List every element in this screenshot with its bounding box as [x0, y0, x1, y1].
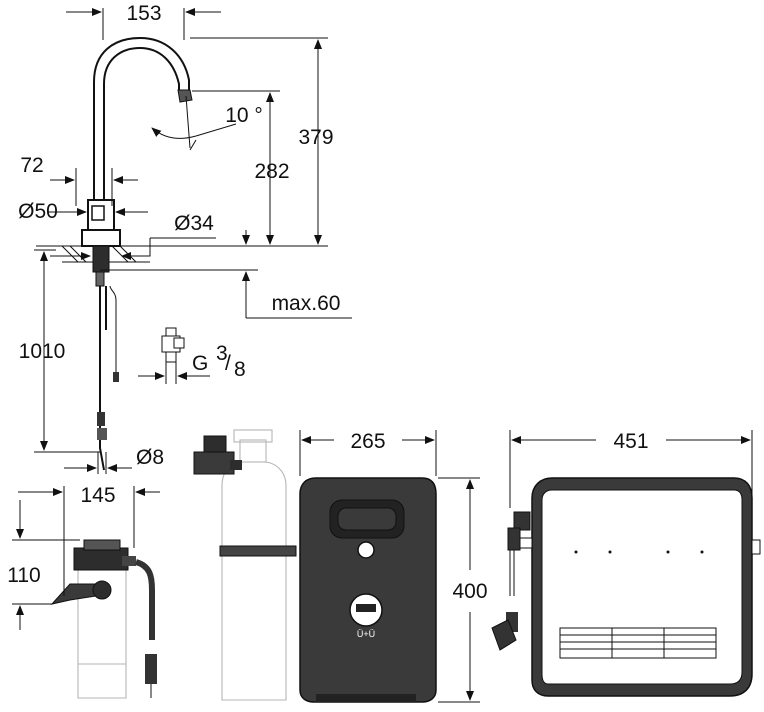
dim-379: 379 [298, 126, 333, 149]
thread-fitting [138, 327, 210, 384]
dim-145: 145 [80, 484, 115, 507]
dim-400: 400 [452, 580, 487, 603]
faucet [61, 36, 193, 471]
dim-thread-g: G [192, 352, 208, 375]
dim-282: 282 [254, 160, 289, 183]
dim-thread-den: 8 [234, 358, 246, 381]
dim-o50: Ø50 [18, 200, 58, 223]
filter-head [50, 539, 157, 699]
dim-thread-num: 3 [216, 342, 228, 365]
chiller-side [491, 477, 761, 697]
dim-o8: Ø8 [136, 446, 164, 469]
chiller-front-dimensions [299, 430, 480, 703]
dim-72: 72 [20, 154, 43, 177]
chiller-front: Ü+Ü [299, 477, 437, 703]
dim-angle: 10 ° [225, 104, 263, 127]
co2-bottle [193, 429, 297, 701]
dim-265: 265 [350, 430, 385, 453]
filter-head-dimensions [12, 486, 160, 630]
dim-153: 153 [126, 2, 161, 25]
dim-max60: max.60 [272, 292, 341, 315]
dim-451: 451 [613, 430, 648, 453]
faucet-dimensions [34, 8, 352, 474]
chiller-side-dimensions [509, 430, 753, 508]
dimension-labels: 153 379 10 ° 282 72 Ø50 Ø34 max.60 1010 … [7, 2, 648, 603]
dim-thread-slash: / [225, 352, 231, 375]
dim-1010: 1010 [19, 340, 66, 363]
dim-110: 110 [7, 564, 40, 587]
chiller-panel-text: Ü+Ü [357, 629, 375, 639]
dim-o34: Ø34 [174, 212, 214, 235]
